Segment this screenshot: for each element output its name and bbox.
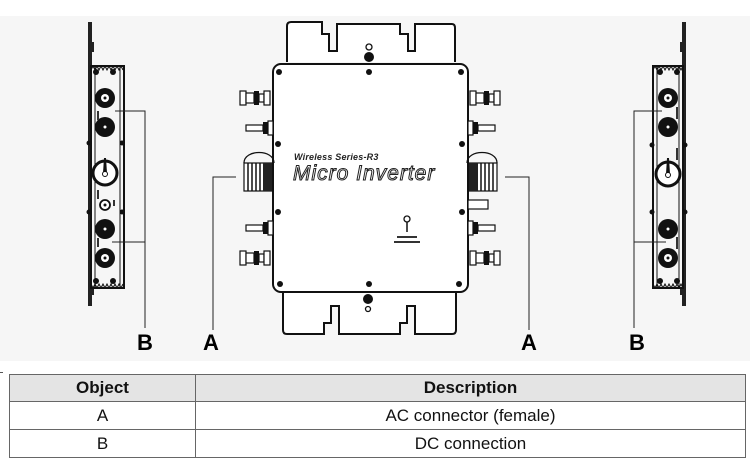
ac-connector-front-right: [466, 151, 498, 192]
legend-table: Object Description A AC connector (femal…: [9, 374, 746, 458]
top-mounting-bracket: [286, 21, 456, 62]
right-side-view: [633, 22, 688, 328]
diagram-drawing: [86, 21, 688, 335]
column-header-object: Object: [9, 374, 196, 402]
callout-b-left: B: [137, 330, 153, 355]
callout-a-right: A: [521, 330, 537, 355]
front-view: [212, 21, 530, 335]
status-led: [394, 215, 420, 243]
cell-object: B: [9, 429, 196, 458]
inverter-enclosure: [272, 63, 469, 293]
table-row: A AC connector (female): [9, 401, 746, 430]
edge-mark: [0, 372, 3, 373]
column-header-description: Description: [195, 374, 746, 402]
callout-a-left: A: [203, 330, 219, 355]
table-row: B DC connection: [9, 429, 746, 458]
table-header-row: Object Description: [9, 374, 746, 402]
callout-b-right: B: [629, 330, 645, 355]
inverter-diagram: Wireless Series-R3 Micro Inverter B A A …: [0, 16, 750, 361]
left-side-view: [86, 22, 146, 328]
ac-connector-front-left: [243, 151, 275, 192]
ac-connector-right-side: [654, 158, 682, 188]
product-name: Micro Inverter: [292, 162, 436, 186]
ac-connector-left-side: [91, 158, 119, 187]
cell-description: DC connection: [195, 429, 746, 458]
left-connectors: [239, 90, 275, 266]
right-connectors: [466, 90, 501, 266]
bottom-mounting-bracket: [282, 290, 457, 335]
cell-object: A: [9, 401, 196, 430]
brand-line: Wireless Series-R3: [294, 152, 379, 162]
cell-description: AC connector (female): [195, 401, 746, 430]
